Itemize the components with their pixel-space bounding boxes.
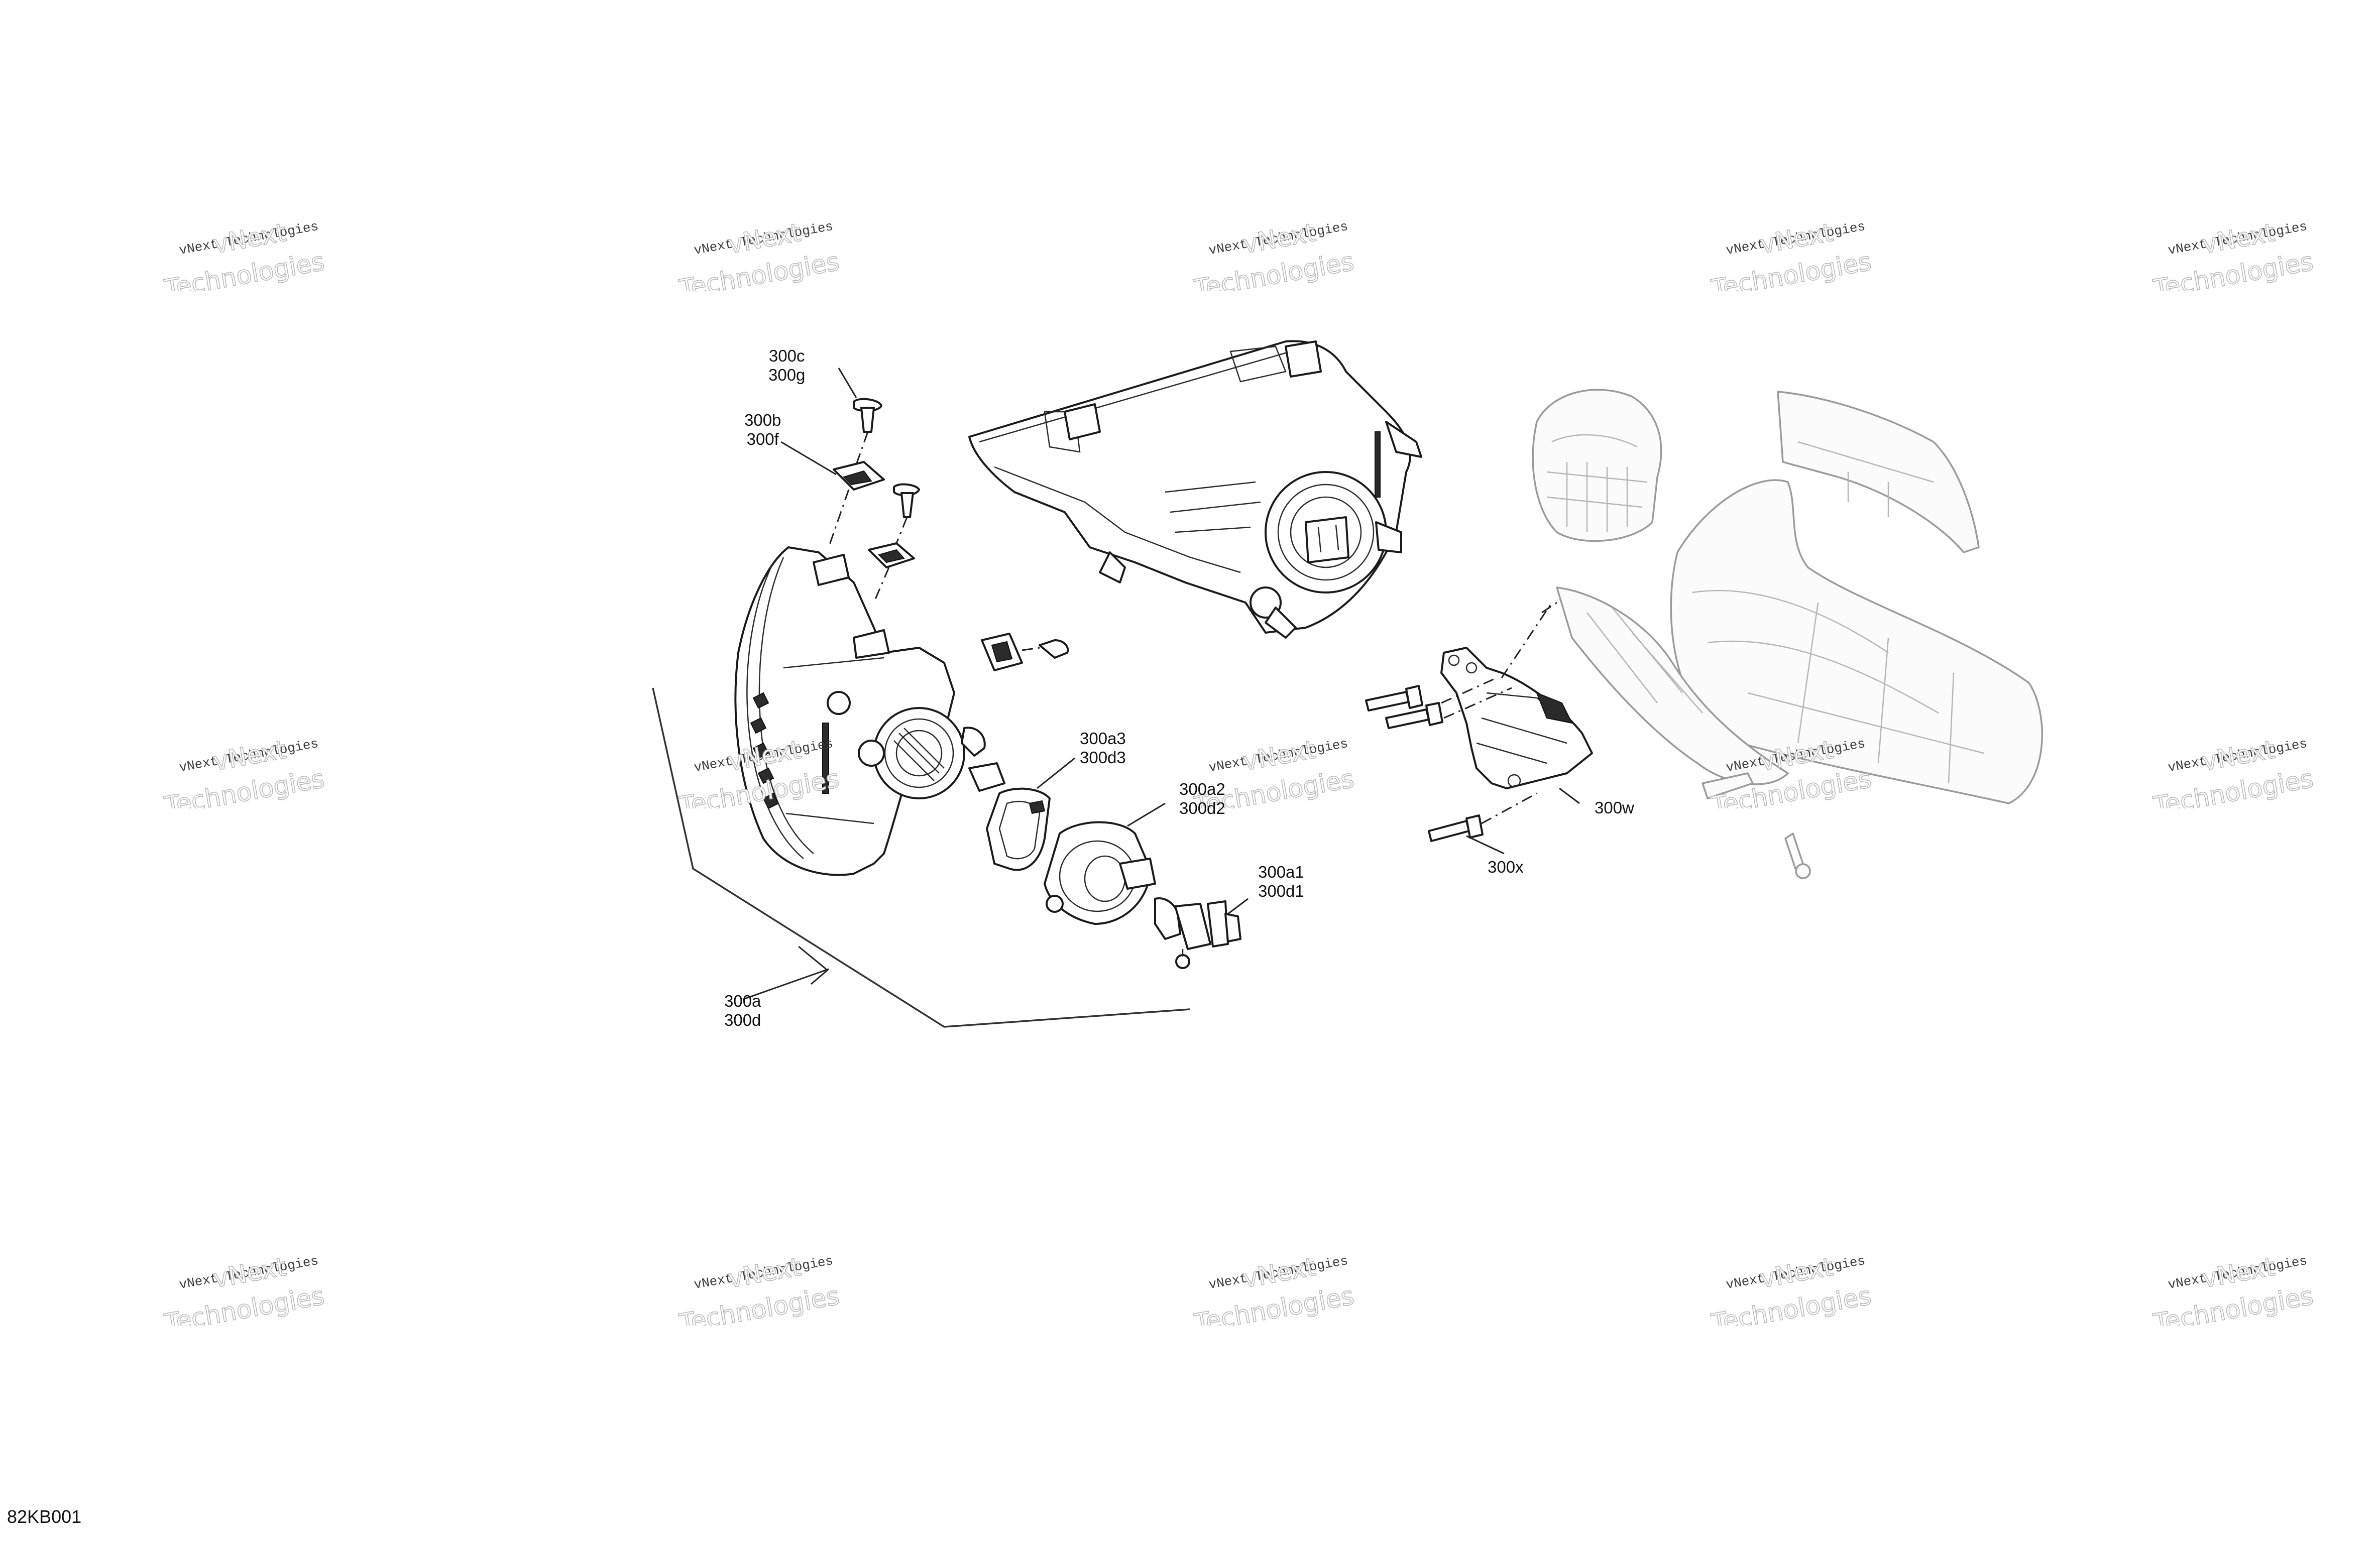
bracket-screws — [1365, 602, 1557, 842]
bulb-seal-cap — [1044, 821, 1156, 925]
callout-bulb-ring: 300a3 300d3 — [1080, 729, 1126, 767]
headlamp-assembly-side-view — [734, 546, 1005, 876]
retaining-clip — [981, 633, 1069, 671]
drawing-code: 82KB001 — [7, 1506, 82, 1527]
assembly-group-bracket — [652, 687, 1191, 1028]
headlamp-housing-rear-view — [968, 340, 1422, 639]
headlight-bulb — [1154, 897, 1241, 969]
callout-headlamp-assembly: 300a 300d — [724, 992, 761, 1029]
callout-bracket: 300w — [1595, 798, 1634, 817]
screw-and-clip-set — [828, 398, 920, 603]
bulb-retaining-ring — [986, 787, 1051, 871]
body-panels-ghost — [1532, 389, 2043, 879]
callout-bulb: 300a1 300d1 — [1258, 863, 1304, 900]
callout-screw-top: 300c 300g — [768, 346, 806, 384]
callout-clip-top: 300b 300f — [744, 411, 781, 448]
leader-lines — [743, 368, 1580, 1000]
headlamp-bracket — [1440, 647, 1593, 789]
callout-bracket-screw: 300x — [1488, 858, 1524, 876]
callout-bulb-seal: 300a2 300d2 — [1179, 780, 1225, 817]
